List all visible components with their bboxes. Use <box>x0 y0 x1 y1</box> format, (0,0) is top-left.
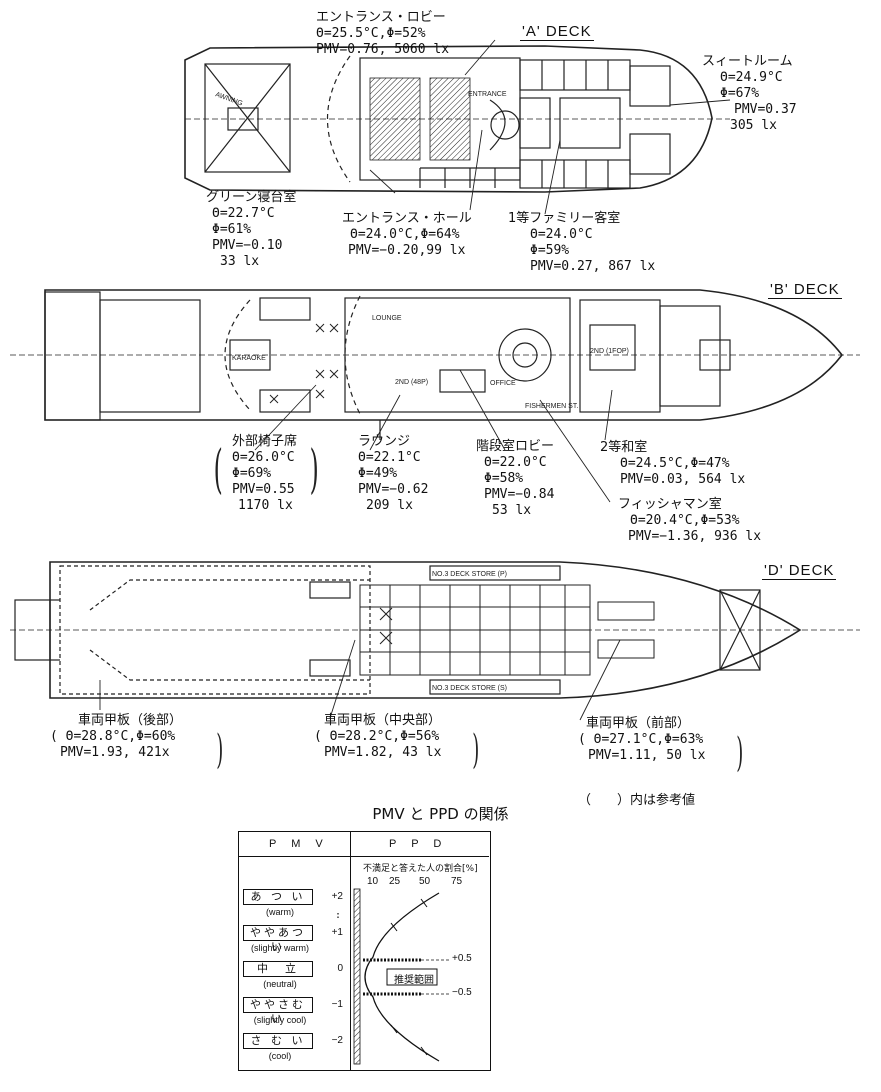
pmv-label-slightly-cool: ややさむい <box>243 997 313 1025</box>
ppd-axis-label: 不満足と答えた人の割合[%] <box>363 864 478 874</box>
annotation-green-sleeper-room: グリーン寝台室 Θ=22.7°C Φ=61% PMV=−0.10 33 lx <box>206 190 297 269</box>
paren-right-car-deck-aft: ) <box>216 727 224 773</box>
ppd-curve-plot <box>353 888 449 1065</box>
paren-right-car-deck-middle: ) <box>472 727 480 773</box>
pmv-label-cool: さ む い <box>243 1033 313 1049</box>
annotation-stair-lobby: 階段室ロビー Θ=22.0°C Φ=58% PMV=−0.84 53 lx <box>476 439 555 518</box>
pmv-value-slightly-warm: +1 <box>331 927 343 938</box>
pmv-ppd-title: PMV と PPD の関係 <box>372 805 509 823</box>
deck-label-b: 'B' DECK <box>768 281 842 299</box>
reference-value-note: （ ）内は参考値 <box>578 793 696 808</box>
pmv-sub-neutral: (neutral) <box>263 979 297 989</box>
plan-text-karaoke: KARAOKE <box>232 355 266 362</box>
ppd-tick: 10 <box>367 876 379 887</box>
pmv-sub-hot: (warm) <box>266 907 294 917</box>
annotation-car-deck-forward: 車両甲板（前部） ( Θ=27.1°C,Φ=63% PMV=1.11, 50 l… <box>578 716 706 763</box>
recommended-range-label: 推奨範囲 <box>394 975 434 986</box>
ppd-axis-hatch <box>353 888 361 1065</box>
header-divider <box>239 856 489 857</box>
plan-text-2nd: 2ND (1FOP) <box>590 348 629 355</box>
plan-text-store-cs: NO.3 DECK STORE (S) <box>432 685 507 692</box>
ppd-axis-ticks: 10 25 50 75 <box>367 876 477 888</box>
b-deck-plan <box>10 289 860 440</box>
a-deck-plan <box>184 45 730 193</box>
ppd-curve-marks <box>390 898 428 1056</box>
ppd-tick: 75 <box>451 876 463 887</box>
plan-text-store-cp: NO.3 DECK STORE (P) <box>432 571 507 578</box>
pmv-sub-cool: (cool) <box>268 1051 292 1061</box>
column-divider <box>350 832 351 1070</box>
annotation-suite-room: スィートルーム Θ=24.9°C Φ=67% PMV=0.37 305 lx <box>702 54 797 133</box>
pmv-sub-slightly-warm: (slightly warm) <box>250 943 309 953</box>
annotation-second-class-japanese-room: 2等和室 Θ=24.5°C,Φ=47% PMV=0.03, 564 lx <box>600 440 746 487</box>
annotation-first-class-family-room: 1等ファミリー客室 Θ=24.0°C Φ=59% PMV=0.27, 867 l… <box>508 211 656 274</box>
pmv-value-slightly-cool: −1 <box>331 999 343 1010</box>
annotation-car-deck-middle: 車両甲板（中央部） ( Θ=28.2°C,Φ=56% PMV=1.82, 43 … <box>314 713 442 760</box>
plan-text-fisherman: FISHERMEN ST. <box>525 403 578 410</box>
band-minus-label: −0.5 <box>452 987 472 998</box>
pmv-label-neutral: 中 立 <box>243 961 313 977</box>
paren-right-car-deck-forward: ) <box>736 730 744 776</box>
ppd-tick: 25 <box>389 876 401 887</box>
band-plus-label: +0.5 <box>452 953 472 964</box>
pmv-column-header: P M V <box>269 838 329 850</box>
pmv-label-slightly-warm: ややあつい <box>243 925 313 953</box>
plan-text-entrance: ENTRANCE <box>468 91 507 98</box>
recommended-range-box <box>386 968 438 986</box>
annotation-entrance-lobby: エントランス・ロビー Θ=25.5°C,Φ=52% PMV=0.76, 5060… <box>316 10 450 57</box>
ppd-tick: 50 <box>419 876 431 887</box>
pmv-sub-slightly-cool: (slightly cool) <box>253 1015 307 1025</box>
deck-label-d: 'D' DECK <box>762 562 837 580</box>
annotation-entrance-hall: エントランス・ホール Θ=24.0°C,Φ=64% PMV=−0.20,99 l… <box>342 211 472 258</box>
ppd-column-header: P P D <box>389 838 448 850</box>
annotation-fisherman-room: フィッシャマン室 Θ=20.4°C,Φ=53% PMV=−1.36, 936 l… <box>618 497 762 544</box>
pmv-colon: : <box>335 910 342 921</box>
d-deck-plan <box>10 561 860 699</box>
pmv-value-hot: +2 <box>331 891 343 902</box>
deck-label-a: 'A' DECK <box>520 23 594 41</box>
pmv-label-hot: あ つ い <box>243 889 313 905</box>
paren-left-outer-seats: ( <box>213 440 223 500</box>
annotation-car-deck-aft: 車両甲板（後部） ( Θ=28.8°C,Φ=60% PMV=1.93, 421x <box>50 713 183 760</box>
pmv-value-neutral: 0 <box>337 963 343 974</box>
plan-text-2nd-48p: 2ND (48P) <box>395 379 428 386</box>
pmv-ppd-relation-table: P M V P P D 不満足と答えた人の割合[%] 10 25 50 75 あ… <box>238 831 491 1071</box>
annotation-lounge: ラウンジ Θ=22.1°C Φ=49% PMV=−0.62 209 lx <box>358 434 429 513</box>
plan-text-office: OFFICE <box>490 380 516 387</box>
annotation-outer-seats: 外部椅子席 Θ=26.0°C Φ=69% PMV=0.55 1170 lx <box>232 434 298 513</box>
paren-right-outer-seats: ) <box>309 440 319 500</box>
ppd-curve <box>364 892 440 1062</box>
pmv-value-cool: −2 <box>331 1035 343 1046</box>
plan-text-lounge: LOUNGE <box>372 315 402 322</box>
